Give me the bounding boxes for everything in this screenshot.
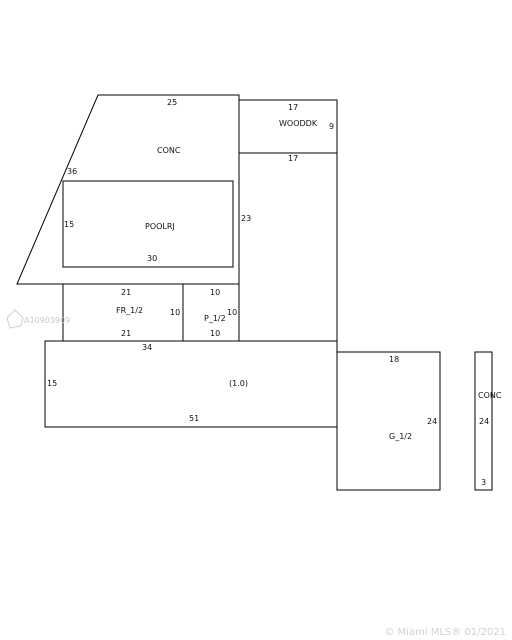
p-label: P_1/2 — [204, 314, 226, 323]
watermark-id: A10903909 — [24, 316, 71, 325]
main-area-label: (1.0) — [229, 379, 248, 388]
dim-garage-side: 24 — [427, 417, 437, 426]
dim-p-side: 10 — [227, 308, 237, 317]
dim-fr-bottom: 21 — [121, 329, 131, 338]
copyright-footer: © Miami MLS® 01/2021 — [384, 627, 506, 638]
pool-outline — [62, 180, 234, 268]
dim-fr-top: 21 — [121, 288, 131, 297]
conc-right-label: CONC — [478, 391, 502, 400]
poolrj-label: POOLRJ — [145, 222, 175, 231]
dim-conc-right: 23 — [241, 214, 251, 223]
dim-wooddk-bottom: 17 — [288, 154, 298, 163]
dim-main-bottom: 51 — [189, 414, 199, 423]
conc-area-outline — [16, 94, 240, 285]
dim-concr-bottom: 3 — [481, 478, 486, 487]
dim-garage-top: 18 — [389, 355, 399, 364]
dim-p-top: 10 — [210, 288, 220, 297]
dim-conc-left: 36 — [67, 167, 77, 176]
garage-outline — [336, 351, 441, 491]
dim-conc-top: 25 — [167, 98, 177, 107]
dim-p-bottom: 10 — [210, 329, 220, 338]
conc-strip-outline — [474, 351, 493, 491]
dim-main-top: 34 — [142, 343, 152, 352]
dim-wooddk-side: 9 — [329, 122, 334, 131]
wood-deck-outline — [238, 99, 338, 154]
dim-wooddk-top: 17 — [288, 103, 298, 112]
dim-fr-right: 10 — [170, 308, 180, 317]
dim-pool-left: 15 — [64, 220, 74, 229]
dim-main-left: 15 — [47, 379, 57, 388]
conc-top-label: CONC — [157, 146, 181, 155]
house-outline-icon — [6, 309, 24, 329]
fr-label: FR_1/2 — [116, 306, 143, 315]
dim-concr-side: 24 — [479, 417, 489, 426]
dim-pool-bottom: 30 — [147, 254, 157, 263]
garage-label: G_1/2 — [389, 432, 412, 441]
wooddk-label: WOODDK — [279, 119, 318, 128]
